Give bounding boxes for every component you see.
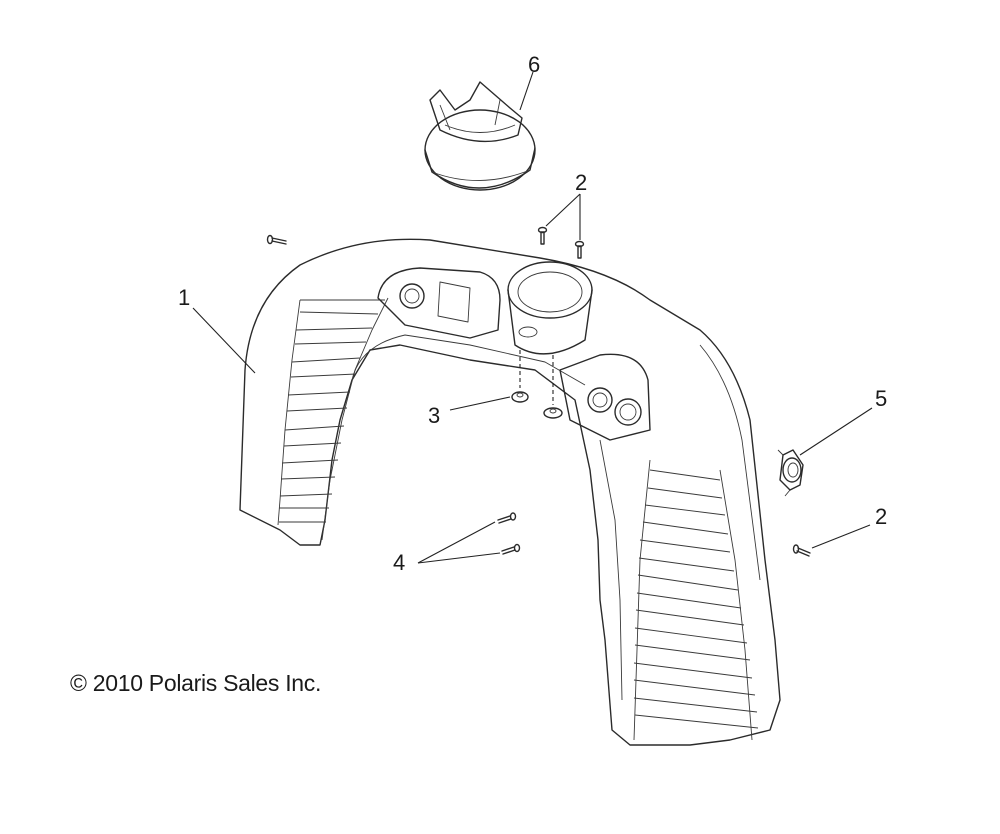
leader-lines bbox=[192, 71, 873, 564]
callout-5: 5 bbox=[875, 386, 887, 411]
screw bbox=[537, 226, 585, 259]
callout-3: 3 bbox=[428, 403, 440, 428]
callout-1: 1 bbox=[178, 285, 190, 310]
screw bbox=[497, 512, 521, 555]
screw bbox=[266, 234, 287, 245]
callout-4: 4 bbox=[393, 550, 405, 575]
gauge-cup bbox=[424, 81, 536, 191]
callout-6: 6 bbox=[528, 52, 540, 77]
screw bbox=[792, 544, 811, 557]
grommet bbox=[511, 350, 563, 419]
shroud-panel bbox=[239, 238, 781, 746]
callout-2-right: 2 bbox=[875, 504, 887, 529]
callout-2-top: 2 bbox=[575, 170, 587, 195]
clip-nut bbox=[777, 449, 804, 497]
copyright-notice: © 2010 Polaris Sales Inc. bbox=[70, 670, 322, 696]
